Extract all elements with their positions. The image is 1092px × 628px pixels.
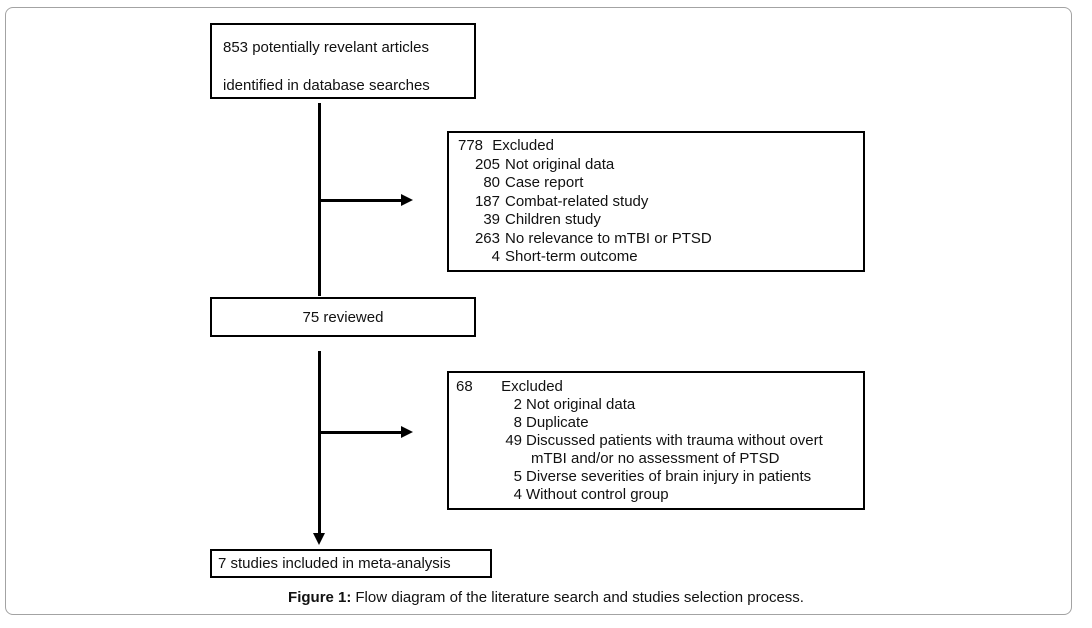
exclusion-2-item: 49 Discussed patients with trauma withou… [505, 432, 823, 449]
exclusion-1-item: 80 Case report [483, 174, 584, 191]
exclusion-2-item: 8 Duplicate [513, 414, 589, 431]
exclusion-2-item: 2 Not original data [513, 396, 636, 413]
exclusion-1-header: 778 Excluded [458, 137, 863, 156]
exclusion-2-item: 4 Without control group [513, 486, 669, 503]
included-studies-text: 7 studies included in meta-analysis [218, 555, 451, 572]
included-studies-box: 7 studies included in meta-analysis [210, 549, 492, 578]
identified-articles-line2: identified in database searches [223, 77, 430, 94]
connector-reviewed-to-included [318, 351, 321, 534]
exclusion-2-header: 68 Excluded [456, 378, 863, 396]
exclusion-box-1: 778 Excluded 205 Not original data 80 Ca… [447, 131, 865, 272]
exclusion-2-item: 5 Diverse severities of brain injury in … [513, 468, 812, 485]
exclusion-1-item: 263 No relevance to mTBI or PTSD [474, 229, 712, 247]
arrowhead-right-icon [401, 194, 413, 206]
identified-articles-line1: 853 potentially revelant articles [223, 39, 429, 56]
arrowhead-right-icon [401, 426, 413, 438]
connector-to-exclusion-2 [319, 431, 402, 434]
exclusion-1-item: 4 Short-term outcome [491, 248, 638, 265]
exclusion-1-item: 187 Combat-related study [474, 192, 649, 210]
exclusion-2-total: 68 [456, 378, 473, 395]
figure-caption: Figure 1:Flow diagram of the literature … [0, 589, 1092, 606]
exclusion-1-item: 205 Not original data [474, 155, 615, 173]
exclusion-1-total-label: Excluded [492, 137, 554, 154]
reviewed-text: 75 reviewed [302, 308, 384, 326]
identified-articles-box: 853 potentially revelant articles identi… [210, 23, 476, 99]
exclusion-2-item-continuation: mTBI and/or no assessment of PTSD [531, 450, 780, 467]
exclusion-box-2: 68 Excluded 2 Not original data 8 Duplic… [447, 371, 865, 510]
exclusion-1-item: 39 Children study [483, 211, 601, 228]
arrowhead-down-icon [313, 533, 325, 545]
exclusion-2-total-label: Excluded [501, 378, 563, 395]
connector-to-exclusion-1 [319, 199, 402, 202]
figure-caption-label: Figure 1: [288, 589, 352, 606]
reviewed-box: 75 reviewed [210, 297, 476, 337]
figure-caption-text: Flow diagram of the literature search an… [355, 589, 804, 606]
exclusion-1-total: 778 [458, 137, 484, 154]
page-border [5, 7, 1072, 615]
